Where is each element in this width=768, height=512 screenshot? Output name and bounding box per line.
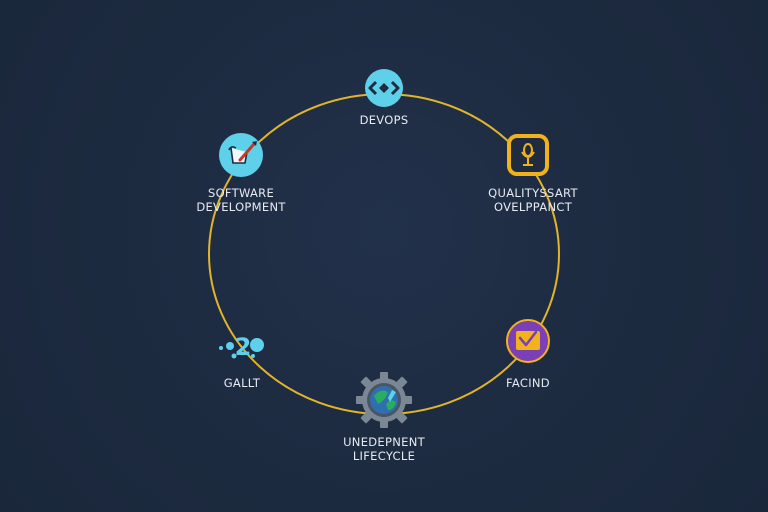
- node-label-line: QUALITYSSART: [488, 186, 578, 200]
- node-label-line: OVELPPANCT: [493, 200, 573, 214]
- node-label-quality: QUALITYSSART OVELPPANCT: [478, 186, 588, 214]
- pencil-edit-icon: [219, 133, 263, 177]
- gear-globe-icon: [356, 372, 412, 428]
- cycle-ring: [208, 93, 560, 415]
- svg-text:2: 2: [235, 333, 252, 361]
- node-label-line: FACIND: [506, 376, 550, 390]
- node-label-lifecycle: UNEDEPNENT LIFECYCLE: [324, 435, 444, 463]
- microphone-icon: [507, 134, 549, 176]
- node-label-gallt: GALLT: [212, 376, 272, 390]
- node-label-line: GALLT: [223, 376, 261, 390]
- node-label-line: DEVOPS: [359, 113, 409, 127]
- node-label-line: UNEDEPNENT: [343, 435, 425, 449]
- checkmark-board-icon: [506, 319, 550, 363]
- code-brackets-icon: [365, 69, 403, 107]
- number-two-bubbles-icon: 2: [219, 333, 264, 361]
- node-label-line: SOFTWARE: [207, 186, 275, 200]
- node-label-line: DEVELOPMENT: [196, 200, 286, 214]
- node-label-devops: DEVOPS: [334, 113, 434, 127]
- node-label-software-development: SOFTWARE DEVELOPMENT: [186, 186, 296, 214]
- node-label-line: LIFECYCLE: [352, 449, 416, 463]
- node-label-facind: FACIND: [488, 376, 568, 390]
